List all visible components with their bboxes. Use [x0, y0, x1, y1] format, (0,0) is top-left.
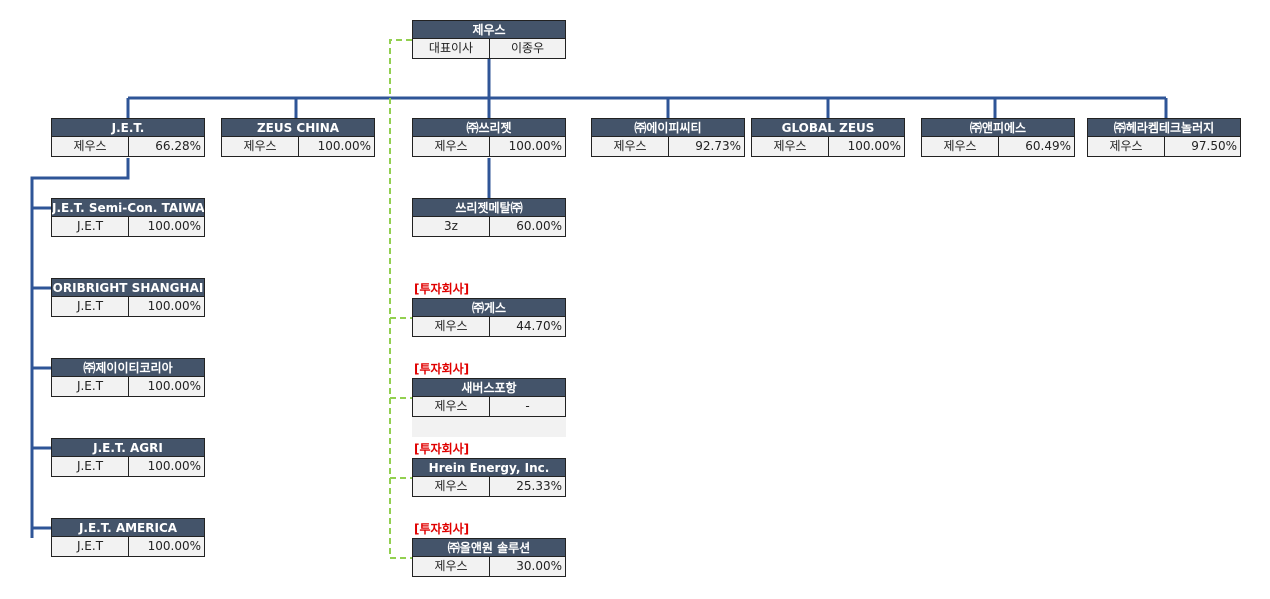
share-cell: 60.49%	[1025, 139, 1071, 153]
share-cell: 100.00%	[147, 379, 201, 393]
box-title: 제우스	[412, 20, 566, 39]
box-title: J.E.T. Semi-Con. TAIWAN	[51, 198, 205, 217]
owner-cell: J.E.T	[52, 457, 129, 476]
box-title: ㈜앤피에스	[921, 118, 1075, 137]
investment-connector	[389, 39, 412, 559]
box-row: 제우스 30.00%	[412, 557, 566, 577]
investment-tag: [투자회사]	[414, 282, 470, 296]
owner-cell: 제우스	[1088, 137, 1165, 156]
threejet-subsidiary-box: 쓰리젯메탈㈜3z 60.00%	[412, 198, 566, 237]
box-row: 제우스 -	[412, 397, 566, 417]
owner-cell: 제우스	[52, 137, 129, 156]
empty-row	[412, 417, 566, 437]
investment-tag: [투자회사]	[414, 442, 470, 456]
box-row: J.E.T 100.00%	[51, 377, 205, 397]
share-cell: 25.33%	[516, 479, 562, 493]
share-cell: 100.00%	[847, 139, 901, 153]
box-row: 제우스 97.50%	[1087, 137, 1241, 157]
share-cell: 100.00%	[147, 459, 201, 473]
box-row: 제우스 44.70%	[412, 317, 566, 337]
owner-cell: J.E.T	[52, 377, 129, 396]
jet-connector	[30, 158, 130, 538]
share-cell: 44.70%	[516, 319, 562, 333]
owner-cell: 제우스	[222, 137, 299, 156]
share-cell: 60.00%	[516, 219, 562, 233]
share-cell: -	[525, 399, 530, 413]
share-cell: 100.00%	[147, 219, 201, 233]
owner-cell: J.E.T	[52, 217, 129, 236]
owner-cell: 3z	[413, 217, 490, 236]
root-connector	[126, 58, 1168, 118]
investment-tag: [투자회사]	[414, 522, 470, 536]
investment-box: Hrein Energy, Inc.제우스 25.33%	[412, 458, 566, 497]
box-row: J.E.T 100.00%	[51, 217, 205, 237]
owner-cell: 제우스	[752, 137, 829, 156]
box-row: 제우스 92.73%	[591, 137, 745, 157]
share-cell: 100.00%	[147, 539, 201, 553]
box-row: J.E.T 100.00%	[51, 537, 205, 557]
share-cell: 100.00%	[147, 299, 201, 313]
box-row: 제우스 100.00%	[221, 137, 375, 157]
box-title: Hrein Energy, Inc.	[412, 458, 566, 477]
box-title: 새버스포항	[412, 378, 566, 397]
owner-cell: J.E.T	[52, 537, 129, 556]
box-title: ㈜쓰리젯	[412, 118, 566, 137]
share-cell: 30.00%	[516, 559, 562, 573]
box-title: ㈜에이피씨티	[591, 118, 745, 137]
share-cell: 97.50%	[1191, 139, 1237, 153]
share-cell: 92.73%	[695, 139, 741, 153]
owner-cell: 제우스	[413, 137, 490, 156]
box-row: 제우스 25.33%	[412, 477, 566, 497]
box-title: ORIBRIGHT SHANGHAI	[51, 278, 205, 297]
box-title: J.E.T.	[51, 118, 205, 137]
owner-cell: 제우스	[413, 317, 490, 336]
box-row: 제우스 60.49%	[921, 137, 1075, 157]
box-title: ㈜제이이티코리아	[51, 358, 205, 377]
owner-cell: 대표이사	[413, 39, 490, 58]
share-cell: 100.00%	[508, 139, 562, 153]
box-title: ㈜헤라켐테크놀러지	[1087, 118, 1241, 137]
box-row: 제우스 66.28%	[51, 137, 205, 157]
box-row: 제우스 100.00%	[751, 137, 905, 157]
box-title: ZEUS CHINA	[221, 118, 375, 137]
box-row: 3z 60.00%	[412, 217, 566, 237]
box-row: J.E.T 100.00%	[51, 457, 205, 477]
box-row: 제우스 100.00%	[412, 137, 566, 157]
owner-cell: 제우스	[592, 137, 669, 156]
share-cell: 이종우	[510, 41, 545, 55]
box-title: GLOBAL ZEUS	[751, 118, 905, 137]
investment-tag: [투자회사]	[414, 362, 470, 376]
box-title: ㈜게스	[412, 298, 566, 317]
owner-cell: 제우스	[413, 557, 490, 576]
box-row: J.E.T 100.00%	[51, 297, 205, 317]
owner-cell: 제우스	[413, 397, 490, 416]
box-title: 쓰리젯메탈㈜	[412, 198, 566, 217]
box-title: J.E.T. AGRI	[51, 438, 205, 457]
owner-cell: J.E.T	[52, 297, 129, 316]
share-cell: 66.28%	[155, 139, 201, 153]
box-row: 대표이사 이종우	[412, 39, 566, 59]
owner-cell: 제우스	[922, 137, 999, 156]
box-title: J.E.T. AMERICA	[51, 518, 205, 537]
share-cell: 100.00%	[317, 139, 371, 153]
box-title: ㈜올앤원 솔루션	[412, 538, 566, 557]
subsidiary-box: J.E.T.제우스 66.28%	[51, 118, 205, 157]
owner-cell: 제우스	[413, 477, 490, 496]
